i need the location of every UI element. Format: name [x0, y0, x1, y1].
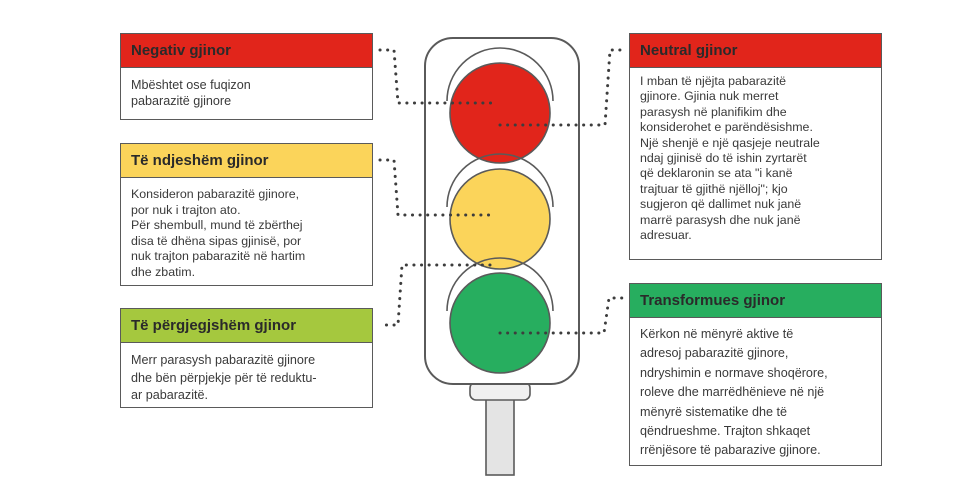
card-neutral-title: Neutral gjinor: [640, 42, 738, 59]
connector-transformues: [498, 296, 628, 335]
card-pergjegjshem-header: Të përgjegjshëm gjinor: [121, 309, 372, 343]
card-pergjegjshem-gjinor: Të përgjegjshëm gjinor Merr parasysh pab…: [120, 308, 373, 408]
card-transformues-title: Transformues gjinor: [640, 292, 786, 309]
card-ndjeshem-title: Të ndjeshëm gjinor: [131, 152, 269, 169]
card-ndjeshem-text: Konsideron pabarazitë gjinore, por nuk i…: [131, 187, 306, 279]
card-pergjegjshem-title: Të përgjegjshëm gjinor: [131, 317, 297, 334]
card-transformues-header: Transformues gjinor: [630, 284, 881, 318]
connector-ndjeshem: [378, 158, 494, 217]
card-neutral-header: Neutral gjinor: [630, 34, 881, 68]
traffic-light-pole: [485, 394, 515, 476]
card-negativ-header: Negativ gjinor: [121, 34, 372, 68]
card-neutral-gjinor: Neutral gjinor I mban të njëjta pabarazi…: [629, 33, 882, 260]
card-ndjeshem-gjinor: Të ndjeshëm gjinor Konsideron pabarazitë…: [120, 143, 373, 286]
card-neutral-text: I mban të njëjta pabarazitë gjinore. Gji…: [640, 74, 820, 243]
red-light: [446, 47, 554, 164]
green-light: [446, 257, 554, 374]
connector-negativ: [378, 48, 494, 105]
yellow-light: [446, 153, 554, 270]
connector-neutral: [498, 48, 628, 127]
card-transformues-gjinor: Transformues gjinor Kërkon në mënyrë akt…: [629, 283, 882, 466]
card-ndjeshem-header: Të ndjeshëm gjinor: [121, 144, 372, 178]
card-negativ-text: Mbështet ose fuqizon pabarazitë gjinore: [131, 78, 251, 109]
card-transformues-text: Kërkon në mënyrë aktive të adresoj pabar…: [640, 327, 828, 458]
card-pergjegjshem-text: Merr parasysh pabarazitë gjinore dhe bën…: [131, 353, 317, 402]
card-negativ-title: Negativ gjinor: [131, 42, 232, 59]
card-negativ-gjinor: Negativ gjinor Mbështet ose fuqizon paba…: [120, 33, 373, 120]
